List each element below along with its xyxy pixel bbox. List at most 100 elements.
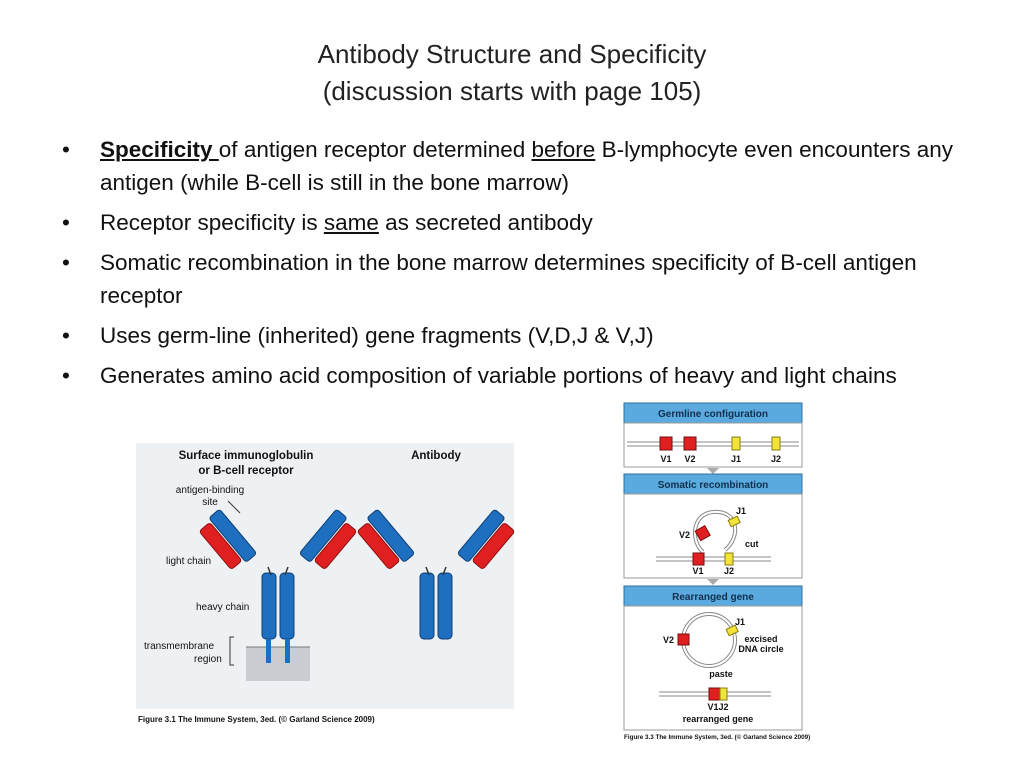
- label-antigen-binding: antigen-binding: [176, 485, 244, 496]
- bullet-list: • Specificity of antigen receptor determ…: [62, 133, 962, 399]
- label-j1-loop: J1: [736, 506, 746, 516]
- segment-v1: [692, 552, 705, 566]
- heavy-chain-left: [419, 572, 435, 640]
- pointer-line: [227, 500, 241, 514]
- heading-surface-ig: Surface immunoglobulin: [179, 450, 314, 462]
- arm-right: [457, 509, 515, 569]
- term-before: before: [531, 137, 596, 162]
- panel-somatic: [623, 493, 803, 579]
- bullet-icon: •: [62, 250, 70, 275]
- figure-caption: Figure 3.1 The Immune System, 3ed. (© Ga…: [138, 715, 375, 724]
- slide-title: Antibody Structure and Specificity (disc…: [0, 36, 1024, 110]
- label-site: site: [202, 497, 218, 508]
- title-line-1: Antibody Structure and Specificity: [317, 39, 707, 69]
- heading-bcr: or B-cell receptor: [198, 465, 294, 477]
- antibody-structure-figure: Surface immunoglobulin or B-cell recepto…: [136, 443, 515, 724]
- header-somatic-label: Somatic recombination: [658, 480, 769, 491]
- label-j1: J1: [731, 454, 741, 464]
- segment-v1-joined: [708, 687, 721, 701]
- segment-v2: [683, 436, 697, 451]
- arm-right: [299, 509, 357, 569]
- heavy-chain-right: [437, 572, 453, 640]
- segment-j2-joined: [719, 687, 728, 701]
- bullet-item: • Generates amino acid composition of va…: [62, 359, 962, 392]
- hinge-left: [267, 566, 272, 576]
- bullet-text: as secreted antibody: [378, 210, 593, 235]
- label-heavy-chain: heavy chain: [196, 602, 249, 613]
- light-chain: [357, 523, 400, 569]
- label-light-chain: light chain: [166, 556, 211, 567]
- segment-j2: [724, 552, 734, 566]
- arm-left: [357, 509, 415, 569]
- tm-tail-right: [285, 639, 290, 663]
- figure-background: [136, 443, 514, 709]
- bullet-item: • Specificity of antigen receptor determ…: [62, 133, 962, 199]
- heavy-chain-left: [261, 572, 277, 640]
- bullet-text: B-lymphocyte even encounters any antigen…: [100, 137, 954, 195]
- bullet-text: Somatic recombination in the bone marrow…: [100, 250, 917, 308]
- term-specificity: Specificity: [100, 137, 219, 162]
- b-cell-receptor: [199, 509, 357, 663]
- bullet-text: of antigen receptor determined: [218, 137, 532, 162]
- light-chain: [314, 523, 357, 569]
- bullet-item: • Uses germ-line (inherited) gene fragme…: [62, 319, 962, 352]
- heavy-chain-right: [279, 572, 295, 640]
- heavy-arm: [457, 509, 505, 562]
- light-chain: [472, 523, 515, 569]
- label-dna-circle: DNA circle: [738, 644, 783, 654]
- heavy-arm: [299, 509, 347, 562]
- label-paste: paste: [709, 669, 733, 679]
- arrow-down-icon: [707, 468, 719, 474]
- bullet-icon: •: [62, 210, 70, 235]
- hinge-right: [284, 566, 289, 576]
- segment-v2-circle: [677, 633, 690, 646]
- segment-v1: [659, 436, 673, 451]
- label-j2: J2: [771, 454, 781, 464]
- label-v1j2: V1J2: [707, 702, 728, 712]
- label-v2: V2: [684, 454, 695, 464]
- label-rearranged-gene: rearranged gene: [683, 714, 754, 724]
- figure-caption: Figure 3.3 The Immune System, 3ed. (© Ga…: [624, 733, 810, 741]
- tm-tail-left: [266, 639, 271, 663]
- bullet-text: Generates amino acid composition of vari…: [100, 363, 897, 388]
- label-excised: excised: [744, 634, 777, 644]
- label-transmembrane: transmembrane: [144, 641, 214, 652]
- label-j2: J2: [724, 566, 734, 576]
- light-chain: [199, 523, 242, 569]
- segment-v2-loop: [694, 524, 711, 542]
- arrow-down-icon: [707, 579, 719, 585]
- secreted-antibody: [357, 509, 515, 640]
- bullet-item: • Receptor specificity is same as secret…: [62, 206, 962, 239]
- dna-loop-inner: [693, 510, 737, 553]
- term-same: same: [323, 210, 379, 235]
- header-germline-label: Germline configuration: [658, 409, 768, 420]
- header-rearranged-label: Rearranged gene: [672, 592, 754, 603]
- label-v2-circle: V2: [663, 635, 674, 645]
- bullet-icon: •: [62, 323, 70, 348]
- label-j1-circle: J1: [735, 617, 745, 627]
- label-v1: V1: [660, 454, 671, 464]
- segment-j1: [731, 436, 741, 451]
- label-cut: cut: [745, 539, 759, 549]
- bullet-item: • Somatic recombination in the bone marr…: [62, 246, 962, 312]
- bullet-icon: •: [62, 137, 70, 162]
- label-v2-loop: V2: [679, 530, 690, 540]
- membrane: [246, 647, 310, 681]
- heading-antibody: Antibody: [411, 450, 461, 462]
- segment-j2: [771, 436, 781, 451]
- hinge-right: [442, 566, 447, 576]
- segment-j1-loop: [727, 515, 741, 528]
- hinge-left: [425, 566, 430, 576]
- label-v1: V1: [692, 566, 703, 576]
- recombination-figure: Germline configuration V1 V2 J1 J2 Somat…: [623, 402, 810, 741]
- heavy-arm: [367, 509, 415, 562]
- segment-j1-circle: [725, 624, 739, 637]
- bullet-text: Receptor specificity is: [100, 210, 324, 235]
- arm-left: [199, 509, 257, 569]
- bullet-text: Uses germ-line (inherited) gene fragment…: [100, 323, 654, 348]
- label-region: region: [194, 654, 222, 665]
- panel-rearranged: [623, 605, 803, 731]
- heavy-arm: [209, 509, 257, 562]
- title-line-2: (discussion starts with page 105): [322, 76, 702, 106]
- bullet-icon: •: [62, 363, 70, 388]
